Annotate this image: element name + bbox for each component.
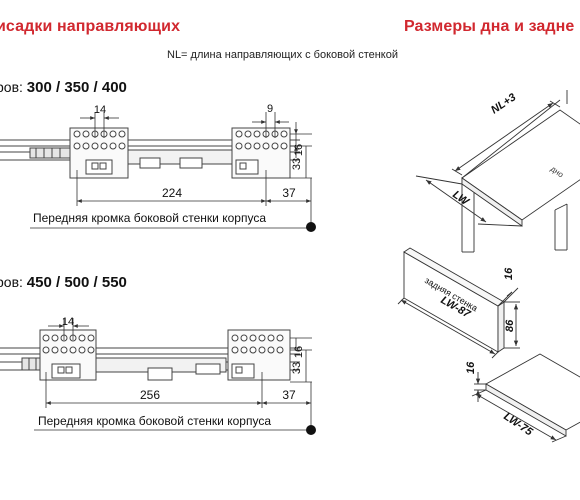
dimension-9-top — [252, 112, 289, 138]
dimension-16-top-label: 16 — [293, 144, 305, 156]
reference-dot-bottom — [306, 425, 316, 435]
dimension-256-label: 256 — [140, 388, 160, 402]
series-label-bottom: ров: 450 / 500 / 550 — [0, 274, 127, 291]
dimension-lw — [415, 175, 523, 227]
drawer-isometric-view — [397, 90, 580, 443]
edge-caption-bottom: Передняя кромка боковой стенки корпуса — [38, 414, 271, 428]
mount-bracket-right-top — [231, 127, 291, 179]
dimension-length-bottom — [45, 372, 312, 428]
dimension-nl-label: NL+3 — [489, 91, 518, 116]
series-label-top: ров: 300 / 350 / 400 — [0, 79, 127, 96]
dimension-33-top-label: 33 — [291, 158, 303, 170]
dimension-16-bottom-label: 16 — [293, 346, 305, 358]
dimension-37-bottom-label: 37 — [282, 388, 296, 402]
series-prefix-top: ров: — [0, 79, 23, 95]
edge-caption-top: Передняя кромка боковой стенки корпуса — [33, 211, 266, 225]
nl-definition: NL= длина направляющих с боковой стенкой — [167, 49, 398, 61]
dimension-lw-label: LW — [450, 189, 472, 209]
series-sizes-top: 300 / 350 / 400 — [26, 79, 127, 96]
series-sizes-bottom: 450 / 500 / 550 — [26, 274, 127, 291]
dimension-bottom-thickness — [474, 372, 486, 402]
dimension-length-top — [76, 170, 312, 226]
dimension-back-width — [397, 297, 499, 359]
runner-diagram-top: 14 9 16 33 — [0, 103, 316, 232]
right-section-title: Размеры дна и задне — [404, 18, 575, 35]
dimension-14-bottom-label: 14 — [62, 316, 74, 328]
dimension-back-height-label: 86 — [504, 319, 516, 332]
dimension-back-thickness — [497, 287, 519, 307]
series-prefix-bottom: ров: — [0, 274, 23, 290]
mount-bracket-left-top — [69, 127, 129, 179]
mount-bracket-right-bottom — [227, 329, 291, 381]
dimension-vertical-top — [290, 122, 312, 179]
dimension-vertical-bottom — [290, 337, 312, 383]
mount-bracket-left-bottom — [39, 329, 97, 381]
dimension-37-top-label: 37 — [282, 186, 296, 200]
runner-diagram-bottom: 14 16 33 256 37 Передняя кромка боковой … — [0, 316, 316, 435]
dimension-14-top-label: 14 — [94, 104, 106, 116]
dimension-back-height — [504, 301, 520, 349]
dimension-14-bottom — [48, 318, 89, 340]
dimension-nl — [451, 100, 561, 176]
dimension-9-top-label: 9 — [267, 103, 273, 115]
dimension-33-bottom-label: 33 — [291, 362, 303, 374]
dimension-14-top — [80, 112, 119, 138]
bottom-slab — [485, 353, 580, 437]
reference-dot-top — [306, 222, 316, 232]
dimension-back-thickness-label: 16 — [503, 267, 515, 280]
dimension-224-label: 224 — [162, 186, 182, 200]
dimension-bottom-thickness-label: 16 — [465, 361, 477, 374]
left-section-title: исадки направляющих — [0, 18, 181, 35]
dimension-bottom-width — [471, 389, 567, 443]
bottom-panel — [461, 109, 580, 227]
